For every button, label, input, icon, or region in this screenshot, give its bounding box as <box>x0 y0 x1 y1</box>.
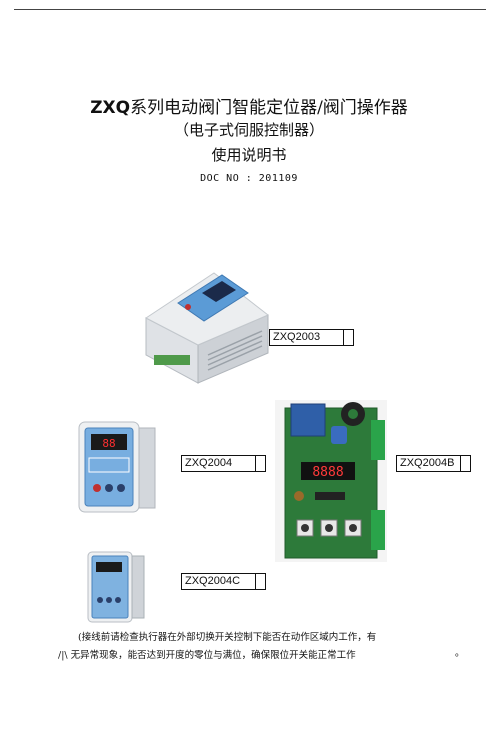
label-zxq2003-text: ZXQ2003 <box>273 331 321 343</box>
label-zxq2004-text: ZXQ2004 <box>185 457 233 469</box>
title-line1: 系列电动阀门智能定位器/阀门操作器 <box>130 98 408 118</box>
header-rule <box>14 9 486 10</box>
label-zxq2004b: ZXQ2004B <box>396 455 471 472</box>
zxq2004b-display: 8888 <box>312 465 343 480</box>
zxq2003-device-image <box>145 272 269 384</box>
zxq2004b-board-image: 8888 <box>275 400 387 562</box>
doc-number: DOC NO : 201109 <box>200 173 298 184</box>
wiring-note-line1: (接线前请检查执行器在外部切换开关控制下能否在动作区域内工作，有 <box>78 632 377 643</box>
label-zxq2004c: ZXQ2004C <box>181 573 266 590</box>
label-zxq2004c-text: ZXQ2004C <box>185 575 241 587</box>
label-zxq2004b-text: ZXQ2004B <box>400 457 455 469</box>
title-model: ZXQ <box>90 98 131 118</box>
zxq2004c-device-image <box>87 551 145 623</box>
wiring-note-end: 。 <box>455 648 465 659</box>
zxq2004-device-image: 88 <box>78 421 156 513</box>
document-title: ZXQ系列电动阀门智能定位器/阀门操作器 <box>0 93 498 118</box>
zxq2004-display: 88 <box>102 437 115 450</box>
manual-heading: 使用说明书 <box>211 146 287 164</box>
label-zxq2003: ZXQ2003 <box>269 329 354 346</box>
wiring-note-line2: /|\ 无异常现象，能否达到开度的零位与满位，确保限位开关能正常工作 <box>58 650 356 661</box>
document-subtitle: （电子式伺服控制器） <box>173 121 324 139</box>
label-zxq2004: ZXQ2004 <box>181 455 266 472</box>
